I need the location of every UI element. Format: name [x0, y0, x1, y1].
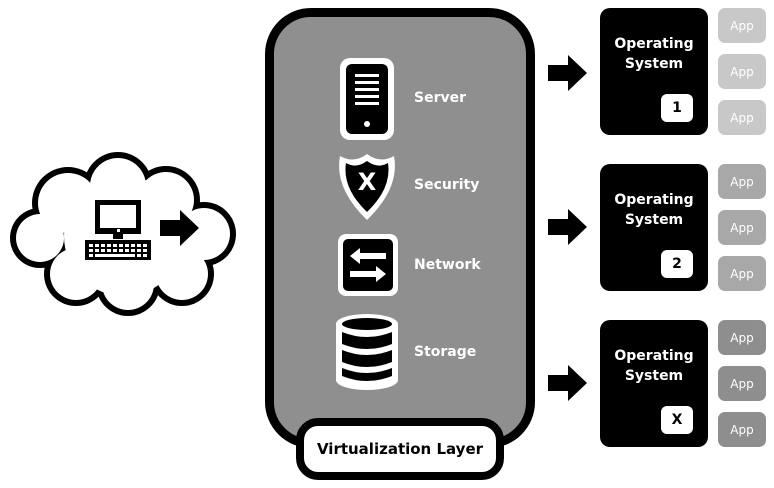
os-badge: X — [661, 406, 693, 434]
app-box: App — [718, 100, 766, 135]
virtualization-panel — [265, 8, 535, 448]
resource-label-server: Server — [414, 90, 467, 106]
cloud-icon — [10, 152, 236, 316]
app-box: App — [718, 366, 766, 401]
virtualization-layer-label: Virtualization Layer — [296, 418, 504, 480]
app-box: App — [718, 164, 766, 199]
resource-label-network: Network — [414, 257, 481, 273]
arrow-right-icon — [548, 55, 587, 91]
app-box: App — [718, 8, 766, 43]
computer-icon — [85, 200, 151, 260]
operating-system-2: Operating System 2 — [600, 164, 708, 291]
database-icon — [336, 314, 398, 390]
resource-label-security: Security — [414, 177, 480, 193]
operating-system-x: Operating System X — [600, 320, 708, 447]
os-title: Operating System — [614, 192, 694, 228]
app-box: App — [718, 54, 766, 89]
app-box: App — [718, 256, 766, 291]
app-box: App — [718, 210, 766, 245]
arrow-right-icon — [548, 209, 587, 245]
resource-label-storage: Storage — [414, 344, 477, 360]
operating-system-1: Operating System 1 — [600, 8, 708, 135]
os-title: Operating System — [614, 348, 694, 384]
app-box: App — [718, 412, 766, 447]
os-badge: 1 — [661, 94, 693, 122]
arrow-right-icon — [160, 210, 199, 246]
os-badge: 2 — [661, 250, 693, 278]
app-box: App — [718, 320, 766, 355]
network-icon — [338, 234, 398, 296]
shield-icon — [339, 154, 395, 220]
arrow-right-icon — [548, 365, 587, 401]
os-title: Operating System — [614, 36, 694, 72]
server-icon — [340, 58, 394, 140]
shield-glyph: X — [357, 168, 377, 196]
